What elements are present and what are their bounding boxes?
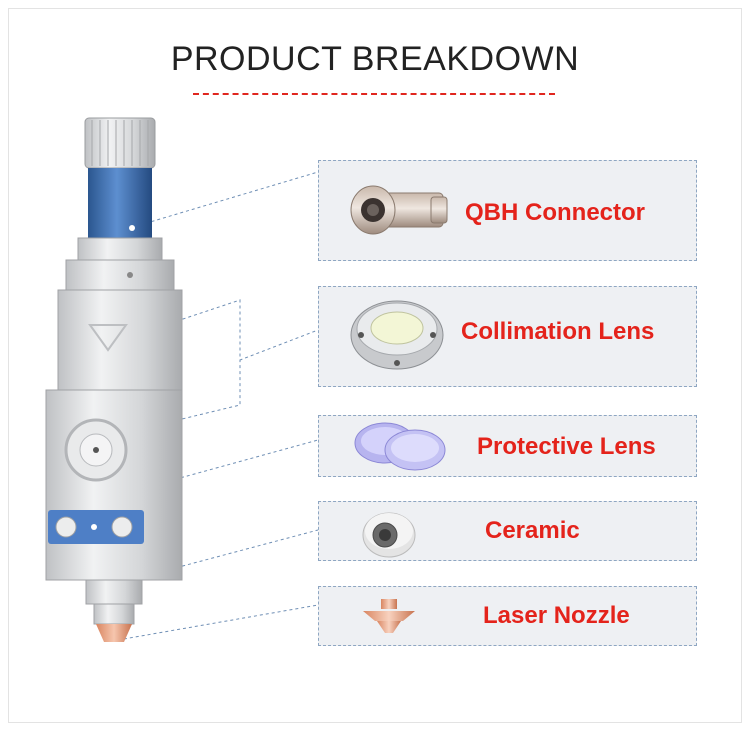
- leader-line-collimation: [119, 299, 319, 361]
- part-card-qbh-connector: QBH Connector: [318, 160, 697, 261]
- page-title: PRODUCT BREAKDOWN: [170, 40, 580, 78]
- part-label: Protective Lens: [477, 433, 656, 460]
- part-label: Laser Nozzle: [483, 602, 630, 629]
- part-label: QBH Connector: [465, 199, 645, 226]
- part-card-protective-lens: Protective Lens: [318, 415, 697, 477]
- protective-lens-icon: [349, 418, 449, 476]
- laser-cutting-head-icon: [30, 110, 200, 650]
- image-frame: [8, 8, 742, 723]
- collimation-lens-icon: [347, 295, 447, 379]
- part-card-collimation-lens: Collimation Lens: [318, 286, 697, 387]
- part-label: Ceramic: [485, 517, 580, 544]
- part-card-laser-nozzle: Laser Nozzle: [318, 586, 697, 646]
- part-label: Collimation Lens: [461, 318, 655, 345]
- ceramic-ring-icon: [359, 505, 419, 559]
- laser-nozzle-icon: [359, 597, 419, 637]
- leader-line-nozzle: [117, 604, 319, 641]
- part-card-ceramic: Ceramic: [318, 501, 697, 561]
- leader-line-qbh: [139, 171, 319, 226]
- title-underline: [193, 93, 555, 95]
- qbh-connector-icon: [343, 179, 453, 245]
